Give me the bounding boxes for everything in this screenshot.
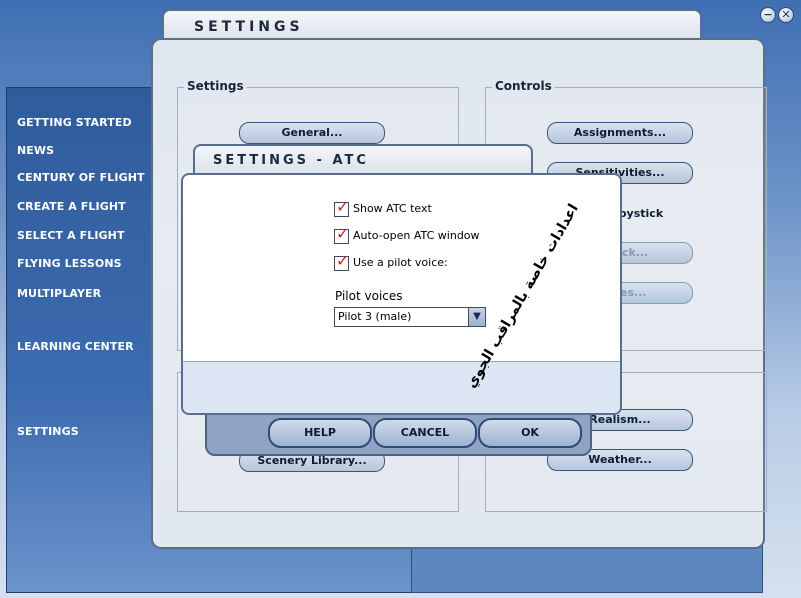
nav-item-getting-started[interactable]: GETTING STARTED [17, 116, 132, 129]
settings-title: SETTINGS [194, 19, 304, 35]
nav-item-multiplayer[interactable]: MULTIPLAYER [17, 287, 102, 300]
nav-item-flying-lessons[interactable]: FLYING LESSONS [17, 257, 122, 270]
nav-footer-bar [411, 545, 763, 593]
check-mark-icon: ✓ [336, 197, 350, 216]
general-button[interactable]: General... [239, 122, 385, 144]
checkbox-box: ✓ [334, 251, 350, 271]
check-mark-icon: ✓ [336, 251, 350, 270]
close-button[interactable]: ✕ [778, 7, 794, 23]
nav-item-select-a-flight[interactable]: SELECT A FLIGHT [17, 229, 125, 242]
nav-item-learning-center[interactable]: LEARNING CENTER [17, 340, 134, 353]
nav-item-century-of-flight[interactable]: CENTURY OF FLIGHT [17, 171, 145, 184]
pilot-voices-value: Pilot 3 (male) [338, 310, 412, 323]
minimize-button[interactable]: − [760, 7, 776, 23]
close-icon: ✕ [781, 8, 791, 21]
nav-item-create-a-flight[interactable]: CREATE A FLIGHT [17, 200, 126, 213]
pilot-voices-select[interactable]: Pilot 3 (male) ▼ [334, 307, 486, 327]
controls-group-label: Controls [492, 79, 555, 93]
auto-open-atc-window-label: Auto-open ATC window [353, 229, 480, 242]
minimize-icon: − [763, 8, 773, 21]
nav-item-settings[interactable]: SETTINGS [17, 425, 79, 438]
use-pilot-voice-label: Use a pilot voice: [353, 256, 448, 269]
atc-dialog-title: SETTINGS - ATC [213, 153, 369, 168]
atc-dialog-footer [183, 361, 620, 413]
checkbox-box: ✓ [334, 197, 350, 217]
dropdown-arrow-icon[interactable]: ▼ [468, 308, 485, 326]
check-mark-icon: ✓ [336, 224, 350, 243]
assignments-button[interactable]: Assignments... [547, 122, 693, 144]
atc-settings-dialog: ✓ Show ATC text ✓ Auto-open ATC window ✓… [181, 173, 622, 415]
ok-button[interactable]: OK [478, 418, 582, 448]
pilot-voices-label: Pilot voices [335, 289, 403, 303]
nav-item-news[interactable]: NEWS [17, 144, 55, 157]
help-button[interactable]: HELP [268, 418, 372, 448]
checkbox-box: ✓ [334, 224, 350, 244]
settings-group-label: Settings [184, 79, 247, 93]
cancel-button[interactable]: CANCEL [373, 418, 477, 448]
joystick-label: oystick [619, 207, 664, 220]
show-atc-text-label: Show ATC text [353, 202, 432, 215]
